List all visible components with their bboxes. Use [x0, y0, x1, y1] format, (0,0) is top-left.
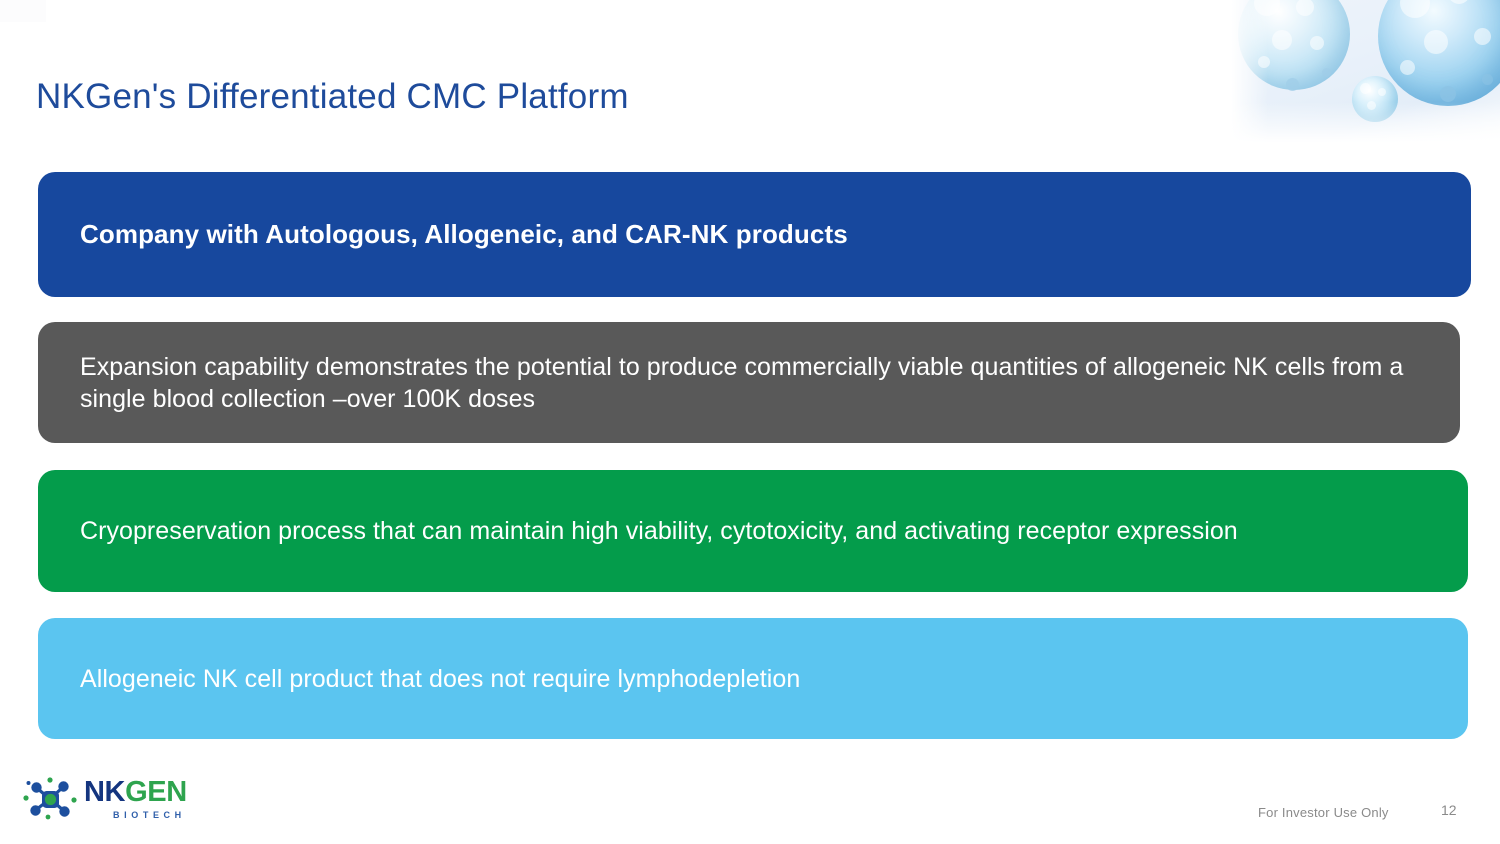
highlight-bar-text: Company with Autologous, Allogeneic, and… [80, 218, 848, 249]
corner-artifact [0, 0, 46, 22]
highlight-bar-text: Allogeneic NK cell product that does not… [80, 664, 801, 693]
logo-wordmark: NKGEN BIOTECH [84, 778, 187, 820]
logo-name-nk: NK [84, 776, 126, 808]
footer-note: For Investor Use Only [1258, 805, 1389, 820]
nkgen-logo: NKGEN BIOTECH [22, 776, 187, 822]
artwork-bottom-fade [1228, 102, 1500, 148]
nk-cell-illustration-large-right [1378, 0, 1500, 106]
highlight-bar-text: Cryopreservation process that can mainta… [80, 517, 1238, 545]
page-number: 12 [1441, 802, 1457, 818]
logo-name-gen: GEN [125, 776, 187, 808]
highlight-bar-cryopreservation-process: Cryopreservation process that can mainta… [38, 470, 1468, 592]
highlight-bar-no-lymphodepletion: Allogeneic NK cell product that does not… [38, 618, 1468, 739]
molecule-icon [23, 777, 77, 820]
logo-tagline: BIOTECH [113, 810, 186, 820]
highlight-bar-text: Expansion capability demonstrates the po… [80, 352, 1404, 413]
page-title: NKGen's Differentiated CMC Platform [36, 77, 629, 117]
highlight-bar-autologous-allogeneic-car-nk: Company with Autologous, Allogeneic, and… [38, 172, 1471, 297]
highlight-bar-expansion-capability: Expansion capability demonstrates the po… [38, 322, 1460, 443]
nk-cell-artwork [1228, 0, 1500, 148]
